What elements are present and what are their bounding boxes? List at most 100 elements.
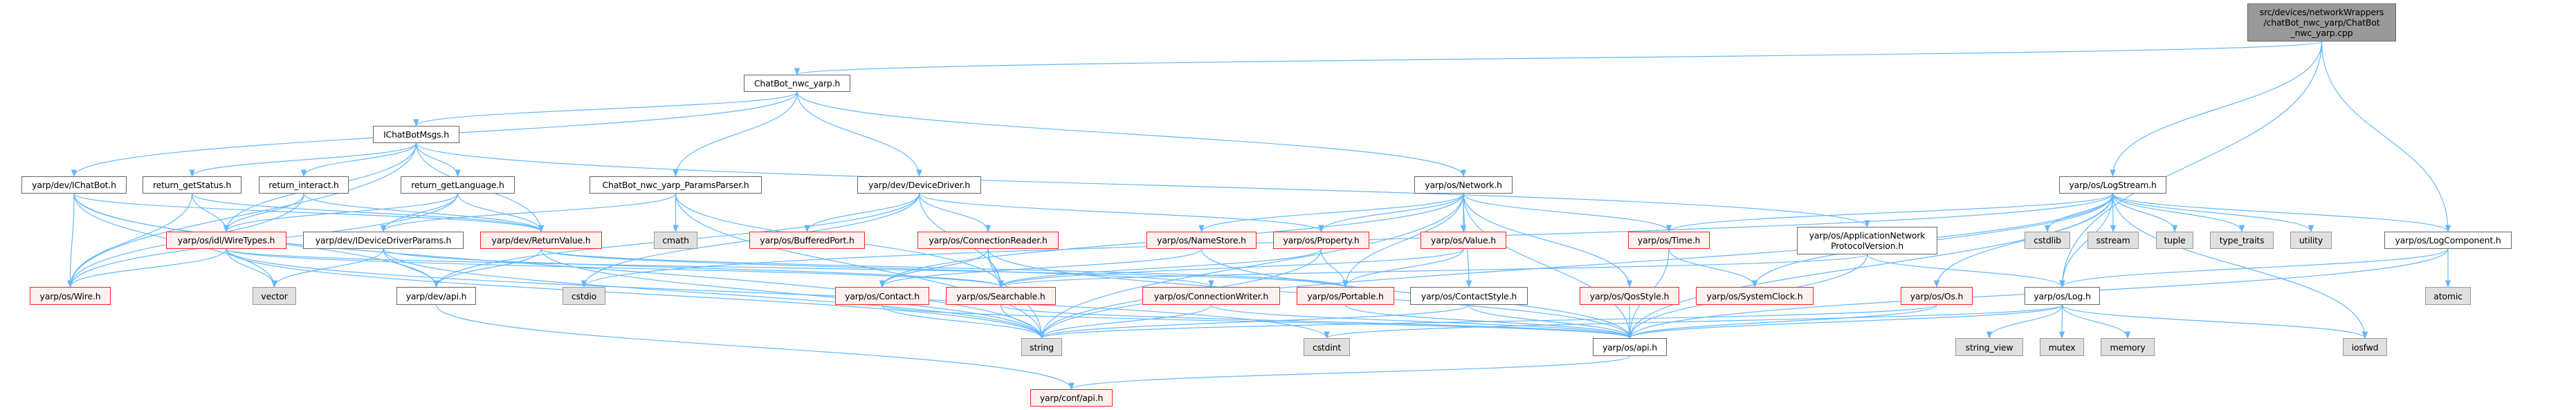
node-label: yarp/os/Network.h xyxy=(1425,180,1502,190)
edge-network-to-time xyxy=(1463,193,1672,233)
edge-chatbot_h-to-network xyxy=(796,91,1467,178)
edge-network-to-portable xyxy=(1342,193,1464,288)
edge-logstream-to-time xyxy=(1665,193,2114,233)
edge-logstream-to-osapi xyxy=(1627,193,2114,339)
node-label: yarp/conf/api.h xyxy=(1039,393,1104,403)
node-cmath[interactable]: cmath xyxy=(654,232,697,249)
node-label: yarp/os/SystemClock.h xyxy=(1706,290,1803,301)
node-value[interactable]: yarp/os/Value.h xyxy=(1421,232,1506,249)
node-label: yarp/os/ContactStyle.h xyxy=(1421,290,1517,301)
node-type-traits[interactable]: type_traits xyxy=(2210,232,2274,249)
edge-os_h-to-osapi xyxy=(1627,304,1937,339)
node-ret-lang[interactable]: return_getLanguage.h xyxy=(401,176,515,194)
node-cstdint[interactable]: cstdint xyxy=(1304,338,1350,356)
node-label: IChatBotMsgs.h xyxy=(383,129,449,140)
node-string-view[interactable]: string_view xyxy=(1955,338,2023,356)
node-osapi[interactable]: yarp/os/api.h xyxy=(1593,338,1667,356)
node-label: yarp/os/ApplicationNetwork ProtocolVersi… xyxy=(1809,230,1926,251)
node-vector[interactable]: vector xyxy=(253,287,296,305)
node-contact[interactable]: yarp/os/Contact.h xyxy=(835,287,929,305)
node-property[interactable]: yarp/os/Property.h xyxy=(1273,232,1369,249)
edge-value-to-portable xyxy=(1342,248,1464,288)
node-chatbot-h[interactable]: ChatBot_nwc_yarp.h xyxy=(744,75,850,92)
edge-src-to-chatbot_h xyxy=(794,41,2323,76)
node-os-h[interactable]: yarp/os/Os.h xyxy=(1901,287,1973,305)
node-wire[interactable]: yarp/os/Wire.h xyxy=(30,287,111,305)
node-ret-status[interactable]: return_getStatus.h xyxy=(143,176,241,194)
edge-ret_status-to-wiretypes xyxy=(191,193,230,233)
node-string[interactable]: string xyxy=(1021,338,1062,356)
node-mutex[interactable]: mutex xyxy=(2040,338,2084,356)
node-time[interactable]: yarp/os/Time.h xyxy=(1628,232,1710,249)
node-paramsparser[interactable]: ChatBot_nwc_yarp_ParamsParser.h xyxy=(590,176,762,194)
edge-network-to-qosstyle xyxy=(1463,193,1633,288)
node-returnvalue[interactable]: yarp/dev/ReturnValue.h xyxy=(480,232,602,249)
node-label: yarp/os/BufferedPort.h xyxy=(760,235,855,245)
node-ret-interact[interactable]: return_interact.h xyxy=(259,176,349,194)
node-label: type_traits xyxy=(2219,235,2265,245)
node-portable[interactable]: yarp/os/Portable.h xyxy=(1297,287,1394,305)
node-logstream[interactable]: yarp/os/LogStream.h xyxy=(2059,176,2166,194)
edge-searchable-to-osapi xyxy=(1000,304,1633,339)
node-label: return_getStatus.h xyxy=(152,180,232,190)
edge-ret_status-to-returnvalue xyxy=(191,193,545,233)
node-appnet[interactable]: yarp/os/ApplicationNetwork ProtocolVersi… xyxy=(1797,227,1937,254)
node-ichatbot[interactable]: yarp/dev/IChatBot.h xyxy=(21,176,127,194)
edge-ret_status-to-wire xyxy=(67,193,193,288)
node-cstdio[interactable]: cstdio xyxy=(563,287,605,305)
node-src[interactable]: src/devices/networkWrappers /chatBot_nwc… xyxy=(2247,3,2396,41)
node-network[interactable]: yarp/os/Network.h xyxy=(1414,176,1513,194)
node-label: string xyxy=(1030,342,1054,353)
node-label: cmath xyxy=(662,235,689,245)
node-label: return_interact.h xyxy=(268,180,339,190)
edge-osapi-to-confapi xyxy=(1068,355,1631,391)
node-connwriter[interactable]: yarp/os/ConnectionWriter.h xyxy=(1142,287,1280,305)
edge-logstream-to-type_traits xyxy=(2112,193,2245,233)
node-ichatbotmsgs[interactable]: IChatBotMsgs.h xyxy=(373,126,459,143)
node-log[interactable]: yarp/os/Log.h xyxy=(2025,287,2100,305)
node-devicedriver[interactable]: yarp/dev/DeviceDriver.h xyxy=(857,176,981,194)
edge-ichatbotmsgs-to-ret_lang xyxy=(415,142,461,178)
edge-ichatbotmsgs-to-appnet xyxy=(415,142,1870,228)
edge-logstream-to-utility xyxy=(2112,193,2314,233)
node-contactstyle[interactable]: yarp/os/ContactStyle.h xyxy=(1410,287,1528,305)
edge-appnet-to-log xyxy=(1866,254,2065,288)
edge-src-to-log xyxy=(2059,41,2323,288)
edge-devicedriver-to-connreader xyxy=(918,193,992,233)
edge-time-to-systemclock xyxy=(1668,248,1758,288)
node-iosfwd[interactable]: iosfwd xyxy=(2343,338,2387,356)
edge-logstream-to-tuple xyxy=(2112,193,2178,233)
node-label: cstdlib xyxy=(2034,235,2061,245)
node-connreader[interactable]: yarp/os/ConnectionReader.h xyxy=(917,232,1059,249)
node-ideviceparams[interactable]: yarp/dev/IDeviceDriverParams.h xyxy=(303,232,464,249)
node-utility[interactable]: utility xyxy=(2290,232,2332,249)
node-cstdlib[interactable]: cstdlib xyxy=(2025,232,2070,249)
node-namestore[interactable]: yarp/os/NameStore.h xyxy=(1147,232,1257,249)
node-logcomponent[interactable]: yarp/os/LogComponent.h xyxy=(2384,232,2512,249)
node-label: yarp/dev/api.h xyxy=(405,290,467,301)
node-wiretypes[interactable]: yarp/os/idl/WireTypes.h xyxy=(166,232,286,249)
edge-returnvalue-to-devapi xyxy=(433,248,542,288)
node-confapi[interactable]: yarp/conf/api.h xyxy=(1030,389,1113,407)
node-memory[interactable]: memory xyxy=(2101,338,2155,356)
edge-appnet-to-searchable xyxy=(998,254,1868,288)
node-sstream[interactable]: sstream xyxy=(2088,232,2139,249)
node-label: ChatBot_nwc_yarp.h xyxy=(753,78,841,88)
edge-ichatbotmsgs-to-wire xyxy=(67,142,417,288)
edge-ichatbot-to-returnvalue xyxy=(73,193,545,233)
edge-ichatbot-to-wire xyxy=(67,193,75,288)
edge-ret_interact-to-wiretypes xyxy=(223,193,304,233)
node-searchable[interactable]: yarp/os/Searchable.h xyxy=(946,287,1056,305)
node-tuple[interactable]: tuple xyxy=(2156,232,2193,249)
node-devapi[interactable]: yarp/dev/api.h xyxy=(396,287,476,305)
node-label: yarp/dev/IDeviceDriverParams.h xyxy=(315,235,452,245)
edge-returnvalue-to-connwriter xyxy=(540,248,1214,288)
node-qosstyle[interactable]: yarp/os/QosStyle.h xyxy=(1580,287,1679,305)
node-label: yarp/os/NameStore.h xyxy=(1157,235,1246,245)
node-systemclock[interactable]: yarp/os/SystemClock.h xyxy=(1696,287,1814,305)
node-atomic[interactable]: atomic xyxy=(2425,287,2471,305)
edge-logstream-to-string xyxy=(1039,193,2114,339)
edge-property-to-portable xyxy=(1320,248,1349,288)
node-bufferedport[interactable]: yarp/os/BufferedPort.h xyxy=(749,232,865,249)
